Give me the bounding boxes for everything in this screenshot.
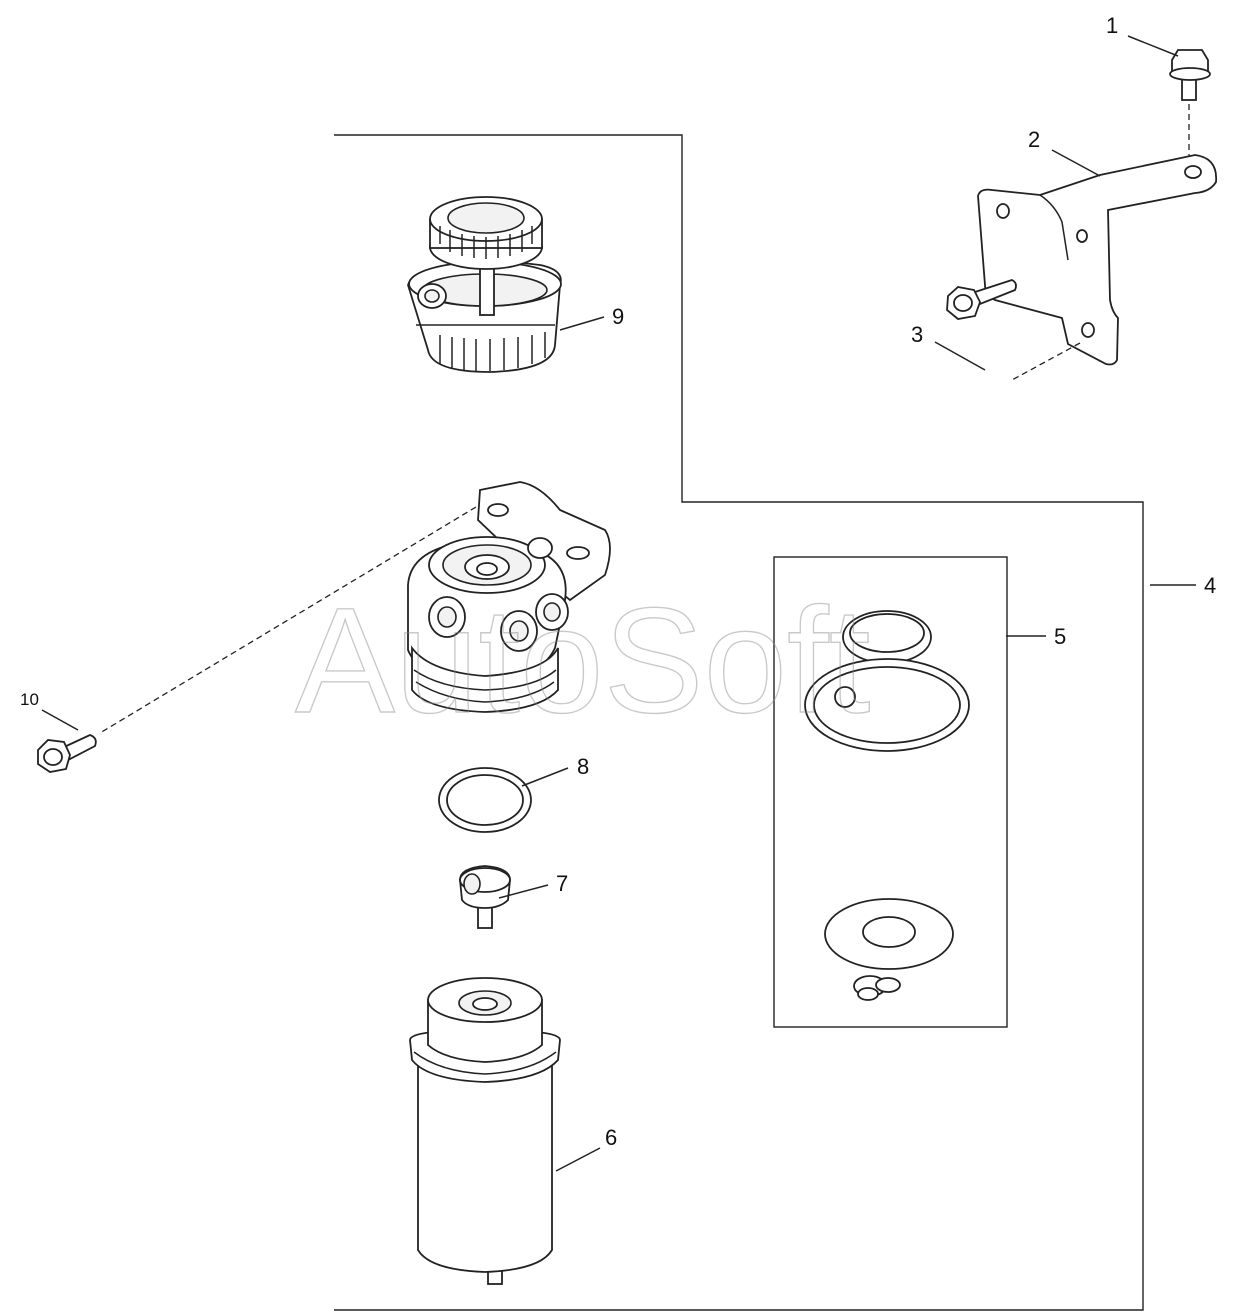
filter-element-part-6	[409, 977, 561, 1285]
o-ring-part-8	[438, 767, 532, 833]
callout-10: 10	[20, 690, 39, 709]
callout-3: 3	[911, 322, 923, 347]
bolt-part-10	[37, 734, 97, 773]
watermark-text: AutoSoft	[295, 576, 870, 744]
callout-6: 6	[605, 1125, 617, 1150]
leader-lines	[41, 35, 1196, 1172]
callout-4: 4	[1204, 573, 1216, 598]
seal-kit-part-5	[804, 610, 970, 1001]
kit-frame-5	[773, 556, 1008, 1028]
plug-part-7	[459, 865, 511, 929]
callout-9: 9	[612, 304, 624, 329]
bolt-part-3	[946, 279, 1017, 320]
callout-7: 7	[556, 871, 568, 896]
bowl-cap-part-9	[407, 196, 562, 373]
bolt-part-1	[1169, 49, 1211, 160]
callout-8: 8	[577, 754, 589, 779]
bracket-part-2	[977, 154, 1218, 381]
callout-5: 5	[1054, 624, 1066, 649]
assembly-frame-4	[334, 134, 1144, 1311]
callout-2: 2	[1028, 127, 1040, 152]
callout-1: 1	[1106, 13, 1118, 38]
filter-head-assembly	[99, 481, 611, 734]
